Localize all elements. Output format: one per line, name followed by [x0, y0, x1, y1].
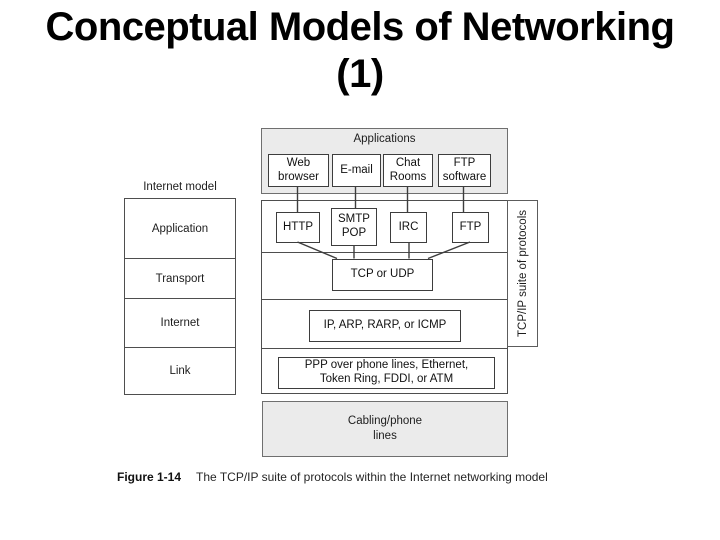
protocol-label: IRC	[398, 220, 419, 233]
app-label: Web browser	[278, 156, 319, 183]
slide-title: Conceptual Models of Networking (1)	[0, 4, 720, 98]
figure-caption-text: The TCP/IP suite of protocols within the…	[196, 470, 548, 484]
app-label: FTP software	[442, 156, 487, 183]
app-box-ftp-software: FTP software	[438, 154, 491, 187]
link-box-ppp: PPP over phone lines, Ethernet, Token Ri…	[278, 357, 495, 389]
slide-title-line1: Conceptual Models of Networking	[45, 5, 675, 49]
transport-label: TCP or UDP	[350, 268, 415, 281]
protocol-box-irc: IRC	[390, 212, 427, 243]
protocol-box-http: HTTP	[276, 212, 320, 243]
layer-label: Transport	[155, 272, 205, 285]
app-label: Chat Rooms	[389, 156, 427, 183]
layer-label: Internet	[160, 317, 200, 330]
app-label: E-mail	[340, 163, 373, 176]
protocol-box-smtp-pop: SMTP POP	[331, 208, 377, 246]
protocol-label: SMTP POP	[338, 213, 370, 239]
tcpip-main-panel: HTTP SMTP POP IRC FTP TCP or UDP IP, ARP…	[261, 200, 508, 394]
suite-label: TCP/IP suite of protocols	[516, 210, 529, 337]
internet-label: IP, ARP, RARP, or ICMP	[323, 319, 447, 332]
applications-header: Applications	[353, 133, 416, 145]
layer-box-link: Link	[124, 347, 236, 396]
internet-model-label: Internet model	[143, 181, 217, 193]
physical-panel-cabling: Cabling/phone lines	[262, 401, 508, 457]
applications-panel: Applications Web browser E-mail Chat Roo…	[261, 128, 508, 194]
layer-label: Link	[169, 365, 191, 378]
figure-caption-label: Figure 1-14	[117, 470, 182, 484]
suite-label-strip: TCP/IP suite of protocols	[507, 200, 538, 347]
layer-box-internet: Internet	[124, 298, 236, 349]
protocol-label: FTP	[459, 220, 482, 233]
app-box-web-browser: Web browser	[268, 154, 329, 187]
physical-label-line1: Cabling/phone	[347, 415, 423, 428]
slide-title-line2: (1)	[336, 51, 384, 96]
internet-box-ip-arp: IP, ARP, RARP, or ICMP	[309, 310, 461, 342]
layer-label: Application	[151, 222, 209, 235]
layer-box-application: Application	[124, 198, 236, 259]
protocol-box-ftp: FTP	[452, 212, 489, 243]
link-label-line2: Token Ring, FDDI, or ATM	[319, 373, 454, 385]
section-divider	[262, 299, 507, 301]
transport-box-tcp-udp: TCP or UDP	[332, 259, 433, 291]
section-divider	[262, 252, 507, 254]
figure-caption: Figure 1-14 The TCP/IP suite of protocols…	[117, 470, 677, 484]
link-label-line1: PPP over phone lines, Ethernet,	[304, 359, 469, 372]
section-divider	[262, 348, 507, 350]
app-box-email: E-mail	[332, 154, 381, 187]
protocol-label: HTTP	[282, 220, 314, 233]
physical-label-line2: lines	[373, 430, 397, 442]
app-box-chat-rooms: Chat Rooms	[383, 154, 433, 187]
layer-box-transport: Transport	[124, 257, 236, 300]
